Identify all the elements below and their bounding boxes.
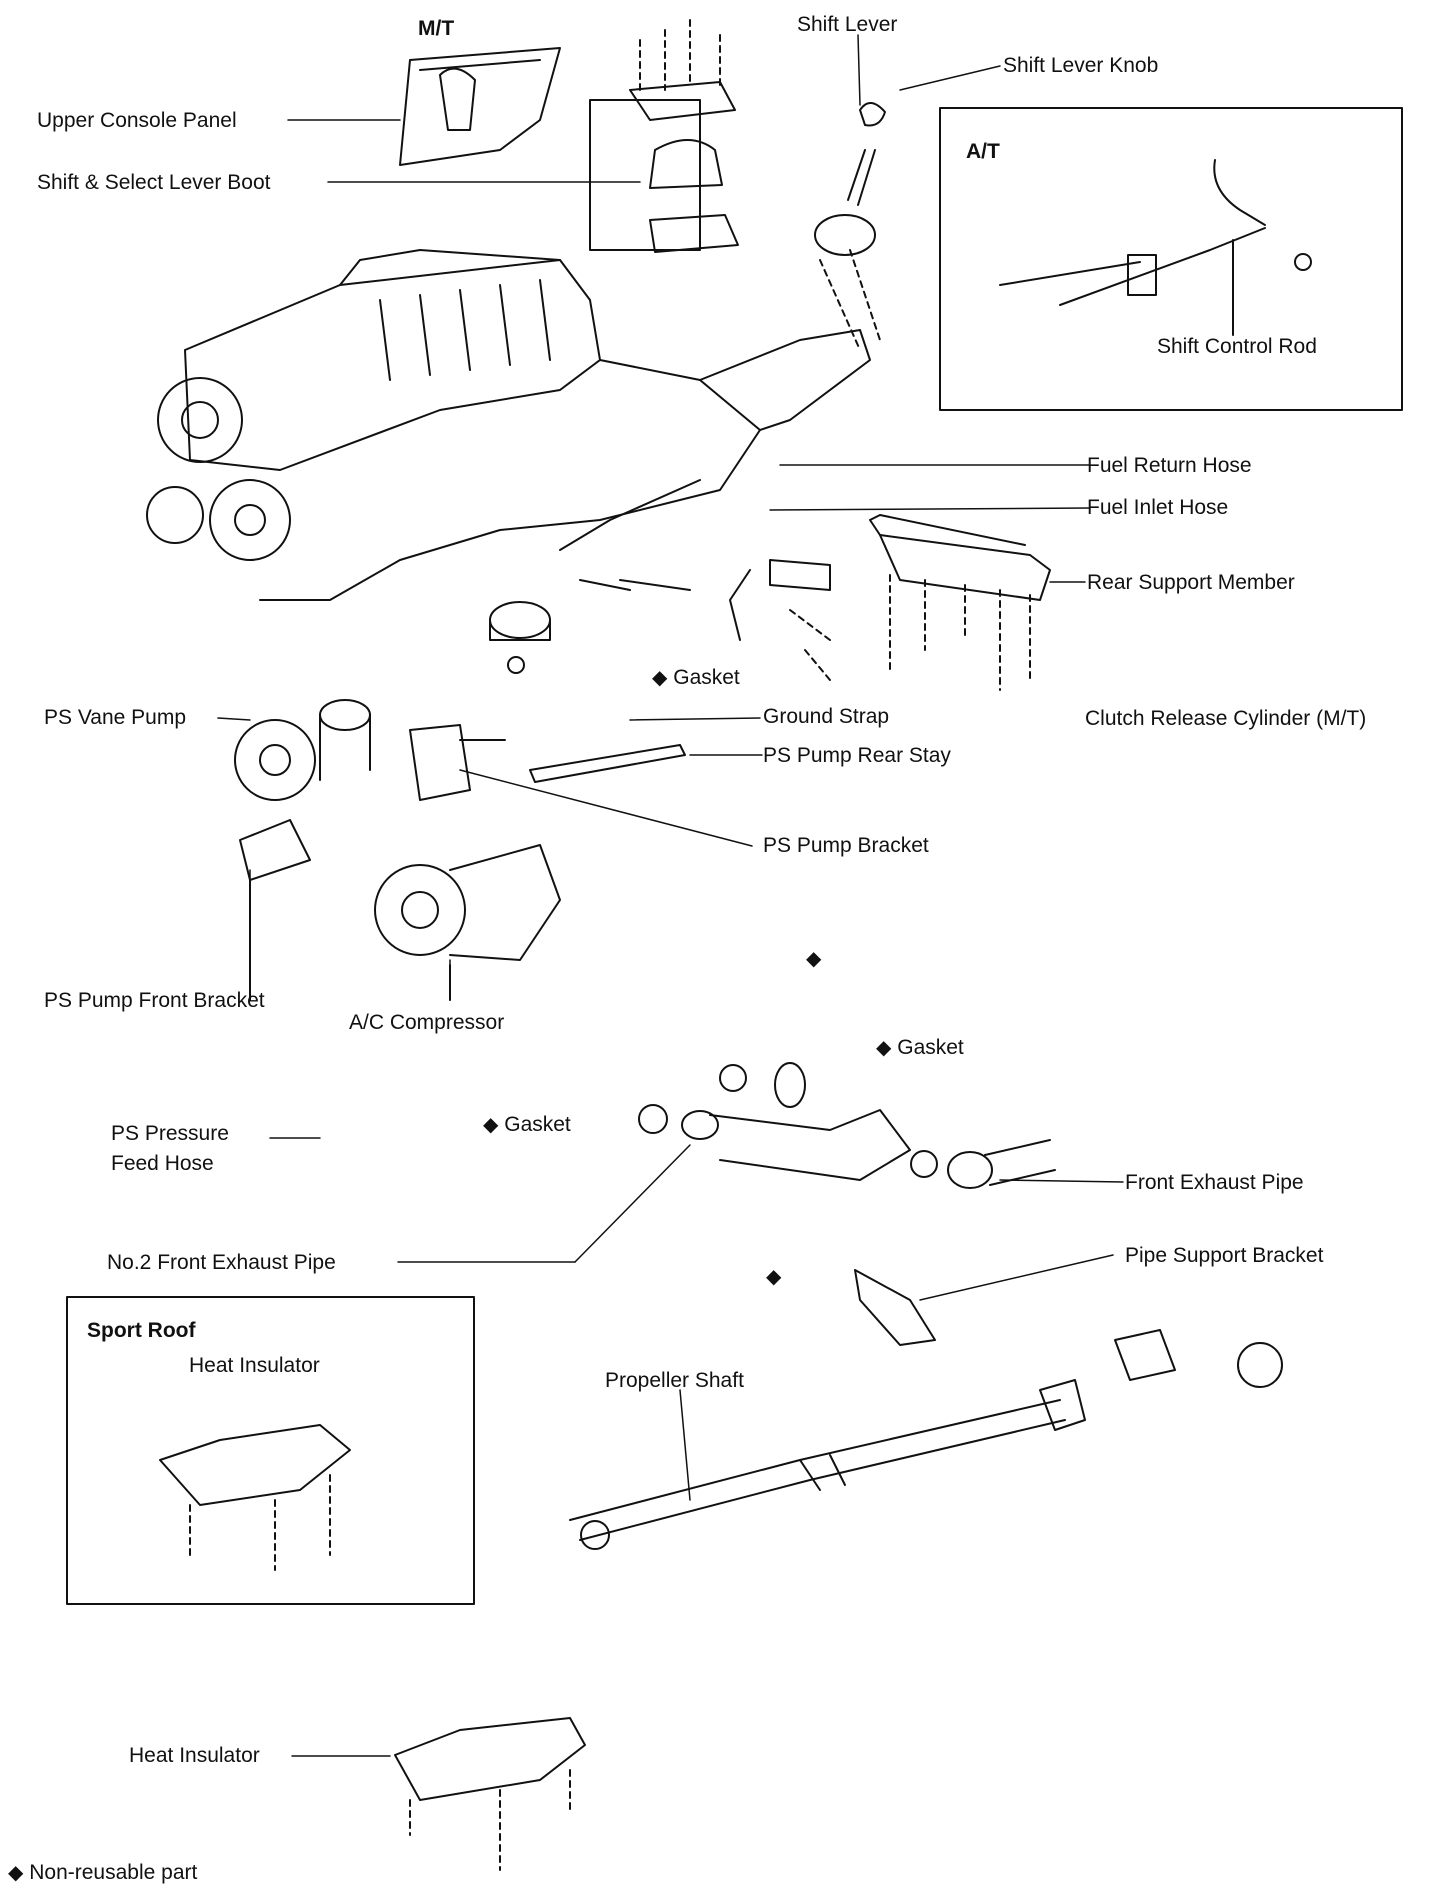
front-exhaust-pipe — [947, 1139, 1056, 1189]
gasket-text-3: Gasket — [504, 1113, 571, 1136]
ps-pressure-label: PS Pressure — [111, 1122, 229, 1145]
nonreusable-marker-1: ◆ — [806, 948, 821, 969]
at-inset-frame — [939, 107, 1403, 411]
fuel-hoses — [559, 479, 701, 591]
legend: ◆ Non-reusable part — [8, 1862, 197, 1883]
heat-insulator-label-1: Heat Insulator — [189, 1354, 320, 1377]
legend-text: Non-reusable part — [29, 1861, 198, 1884]
propeller-shaft-part — [569, 1379, 1086, 1550]
nonreusable-icon: ◆ — [483, 1114, 499, 1136]
shift-boot-assembly — [589, 19, 739, 253]
heat-insulator-part — [394, 1717, 586, 1871]
nonreusable-icon: ◆ — [766, 1266, 782, 1288]
ac-compressor — [374, 844, 561, 1001]
front-exhaust-pipe-label: Front Exhaust Pipe — [1125, 1171, 1304, 1194]
gasket-label-2: ◆ Gasket — [876, 1037, 964, 1058]
ps-pump-bracket — [409, 724, 506, 801]
propeller-shaft-label: Propeller Shaft — [605, 1369, 744, 1392]
ac-compressor-label: A/C Compressor — [349, 1011, 505, 1034]
engine-assembly — [146, 249, 871, 674]
ps-vane-pump — [234, 699, 371, 801]
sport-roof-heat-insulator — [159, 1424, 351, 1571]
sport-roof-label: Sport Roof — [87, 1319, 196, 1342]
ps-pump-rear-stay — [529, 744, 686, 783]
clutch-release-cylinder — [729, 559, 831, 681]
pipe-support-bracket-label: Pipe Support Bracket — [1125, 1244, 1324, 1267]
ps-pump-bracket-label: PS Pump Bracket — [763, 834, 929, 857]
clutch-release-cylinder-label: Clutch Release Cylinder (M/T) — [1085, 707, 1367, 730]
no2-front-exhaust-pipe-label: No.2 Front Exhaust Pipe — [107, 1251, 336, 1274]
pipe-support-bracket — [854, 1269, 936, 1346]
shift-lever-part — [814, 102, 886, 351]
exhaust-gaskets — [638, 1064, 938, 1178]
nonreusable-icon: ◆ — [876, 1037, 892, 1059]
mt-console-panel — [399, 47, 561, 166]
feed-hose-label: Feed Hose — [111, 1152, 214, 1175]
heat-insulator-label-2: Heat Insulator — [129, 1744, 260, 1767]
nonreusable-icon: ◆ — [806, 948, 822, 970]
at-shift-control-rod — [999, 159, 1312, 336]
gasket-label-3: ◆ Gasket — [483, 1114, 571, 1135]
leader-lines — [217, 34, 1124, 1757]
rear-support-member-label: Rear Support Member — [1087, 571, 1295, 594]
fuel-return-hose-label: Fuel Return Hose — [1087, 454, 1252, 477]
upper-console-panel-label: Upper Console Panel — [37, 109, 237, 132]
shift-select-lever-boot-label: Shift & Select Lever Boot — [37, 171, 271, 194]
ps-pump-front-bracket-label: PS Pump Front Bracket — [44, 989, 265, 1012]
ground-strap-label: Ground Strap — [763, 705, 890, 728]
sport-roof-inset-frame — [66, 1296, 475, 1605]
gasket-text-1: Gasket — [673, 666, 740, 689]
nonreusable-marker-2: ◆ — [766, 1266, 781, 1287]
shift-lever-knob-label: Shift Lever Knob — [1003, 54, 1159, 77]
at-label: A/T — [966, 140, 1000, 163]
no2-front-exhaust-pipe — [681, 1062, 911, 1181]
rear-support-member — [869, 514, 1051, 691]
ps-vane-pump-label: PS Vane Pump — [44, 706, 187, 729]
shift-lever-label: Shift Lever — [797, 13, 898, 36]
ps-pump-rear-stay-label: PS Pump Rear Stay — [763, 744, 951, 767]
fuel-inlet-hose-label: Fuel Inlet Hose — [1087, 496, 1229, 519]
mt-label: M/T — [418, 17, 455, 40]
center-support — [1114, 1329, 1283, 1388]
gasket-label-1: ◆ Gasket — [652, 667, 740, 688]
nonreusable-icon: ◆ — [652, 667, 668, 689]
nonreusable-icon: ◆ — [8, 1862, 24, 1884]
shift-control-rod-label: Shift Control Rod — [1157, 335, 1317, 358]
gasket-text-2: Gasket — [897, 1036, 964, 1059]
